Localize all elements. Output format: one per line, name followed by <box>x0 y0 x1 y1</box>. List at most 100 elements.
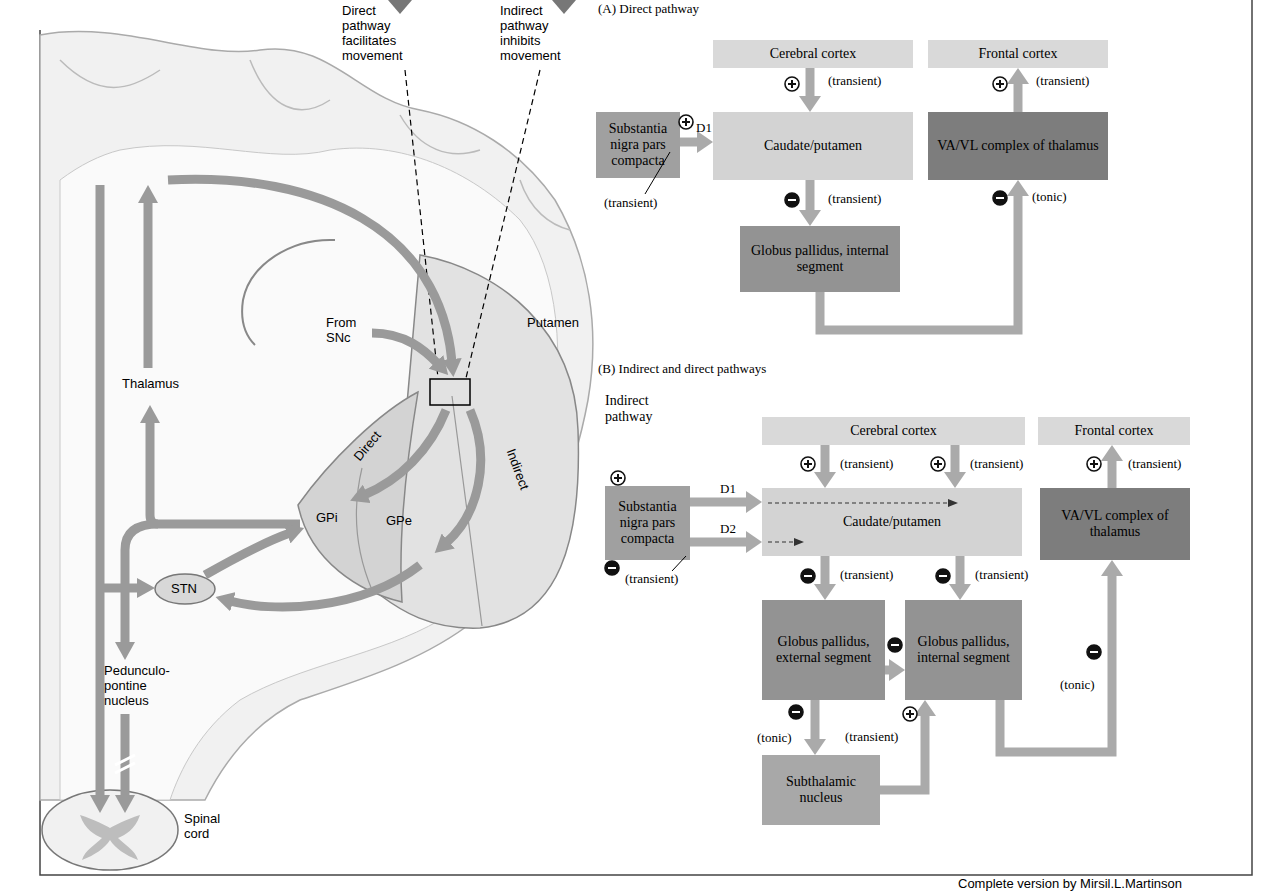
connector-line <box>880 716 925 790</box>
box-label: Substantia nigra pars compacta <box>609 499 686 547</box>
structure-name: STN <box>171 582 197 597</box>
connector-arrow <box>880 700 936 790</box>
structure-name: GPe <box>386 514 412 529</box>
nucleus-box: Substantia nigra pars compacta <box>605 486 690 560</box>
nucleus-box: Subthalamic nucleus <box>762 755 880 825</box>
callout-text: Direct pathway facilitates movement <box>342 4 414 64</box>
arrow-head <box>804 739 826 755</box>
credit-note: Complete version by Mirsil.L.Martinson <box>958 877 1182 892</box>
excitatory-sign <box>611 471 625 485</box>
ventricle <box>242 240 335 345</box>
inhibitory-sign <box>605 561 619 575</box>
box-label: Caudate/putamen <box>764 138 862 154</box>
dashed-head <box>794 538 804 546</box>
edge-label: (transient) <box>828 192 881 207</box>
structure-name: Thalamus <box>122 377 179 392</box>
pathway-arrows <box>100 179 481 798</box>
nucleus-box: Cerebral cortex <box>713 40 913 68</box>
arrow-head <box>746 531 762 553</box>
nucleus-box: Substantia nigra pars compacta <box>596 112 680 178</box>
edge-label: D1 <box>696 121 712 136</box>
connector-arrow <box>1007 68 1029 112</box>
edge-label: (tonic) <box>1032 190 1067 205</box>
box-label: Substantia nigra pars compacta <box>600 121 676 169</box>
panel-heading: (A) Direct pathway <box>598 2 699 17</box>
connector-line <box>680 138 697 147</box>
callout-text: Indirect pathway inhibits movement <box>500 4 572 64</box>
connector-arrow <box>814 556 836 600</box>
excitatory-sign <box>993 77 1007 91</box>
arrow-head <box>889 659 905 681</box>
sulci <box>60 60 570 230</box>
excitatory-sign <box>1087 457 1101 471</box>
structure-name: Spinal cord <box>184 812 228 842</box>
pointer-lines <box>405 70 540 378</box>
nucleus-box: VA/VL complex of thalamus <box>928 112 1108 180</box>
box-label: Globus pallidus, external segment <box>766 634 881 666</box>
connector-line <box>951 445 960 472</box>
excitatory-sign <box>785 77 799 91</box>
inhibitory-sign <box>789 705 803 719</box>
structure-name: Putamen <box>527 316 579 331</box>
band-title: Indirect pathway <box>605 393 677 425</box>
structure-name: GPi <box>316 511 338 526</box>
connector-arrow <box>949 556 971 600</box>
globus-pallidus-outline <box>298 392 418 602</box>
connector-line <box>1014 84 1023 112</box>
arrow-head <box>1007 180 1029 196</box>
edge-label: (tonic) <box>1060 678 1095 693</box>
stn-outline <box>155 574 215 604</box>
arrow-head <box>1101 560 1123 576</box>
edge-label: D2 <box>720 522 736 537</box>
edge-label: (transient) <box>840 568 893 583</box>
nucleus-box: Caudate/putamen <box>762 488 1022 556</box>
excitatory-sign <box>931 457 945 471</box>
nucleus-box: Caudate/putamen <box>713 112 913 180</box>
inhibitory-sign <box>993 191 1007 205</box>
connector-line <box>806 68 815 96</box>
inhibitory-sign <box>1087 645 1101 659</box>
inhibitory-sign <box>785 193 799 207</box>
arrow-head <box>1007 68 1029 84</box>
connector-arrow <box>885 659 905 681</box>
connector-line <box>821 556 830 584</box>
edge-label: (transient) <box>1036 74 1089 89</box>
box-label: VA/VL complex of thalamus <box>937 138 1098 154</box>
connector-arrow <box>944 445 966 488</box>
dashed-arrows <box>768 503 950 542</box>
connector-line <box>1108 461 1117 488</box>
connector-arrow <box>799 180 821 226</box>
box-label: Cerebral cortex <box>770 46 857 62</box>
timing-note: (transient) <box>604 196 657 211</box>
pointer-head <box>388 0 412 14</box>
excitatory-sign <box>679 115 693 129</box>
nucleus-box: Frontal cortex <box>1038 417 1190 445</box>
connector-line <box>821 445 830 472</box>
inhibitory-sign <box>801 569 815 583</box>
break-mark <box>115 755 135 773</box>
connector-line <box>690 498 746 507</box>
box-label: Globus pallidus, internal segment <box>909 634 1018 666</box>
structure-name: Pedunculo-pontine nucleus <box>104 664 184 709</box>
edge-label: (transient) <box>828 74 881 89</box>
connector-arrow <box>814 445 836 488</box>
connector-arrow <box>1101 445 1123 488</box>
timing-note: (transient) <box>625 572 678 587</box>
box-label: Subthalamic nucleus <box>766 774 876 806</box>
connector-line <box>811 700 820 739</box>
white-matter <box>60 146 558 800</box>
box-label: Cerebral cortex <box>850 423 937 439</box>
nucleus-box: VA/VL complex of thalamus <box>1040 488 1190 560</box>
arrow-head <box>746 491 762 513</box>
nucleus-box: Cerebral cortex <box>762 417 1025 445</box>
arrow-head <box>949 584 971 600</box>
connector-arrow <box>799 68 821 112</box>
excitatory-sign <box>903 707 917 721</box>
box-label: Frontal cortex <box>979 46 1058 62</box>
edge-label: (transient) <box>845 730 898 745</box>
box-label: Frontal cortex <box>1075 423 1154 439</box>
nucleus-box: Globus pallidus, external segment <box>762 600 885 700</box>
panel-heading: (B) Indirect and direct pathways <box>598 362 766 377</box>
edge-label: (tonic) <box>757 731 792 746</box>
dashed-head <box>948 499 958 507</box>
